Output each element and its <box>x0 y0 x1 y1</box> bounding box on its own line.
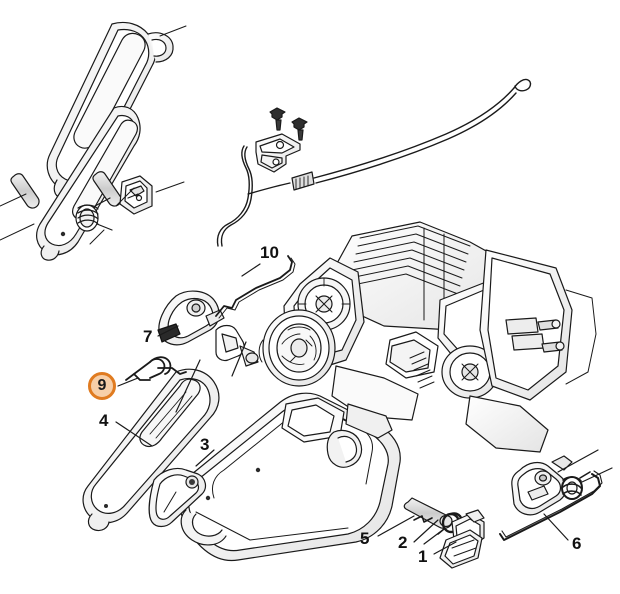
part-clip-9 <box>125 356 187 381</box>
part-pin-right <box>92 171 122 207</box>
part-wire-rod-10 <box>215 255 296 319</box>
part-engine-body <box>258 221 597 453</box>
callout-1: 1 <box>418 547 428 566</box>
callout-7: 7 <box>143 327 153 346</box>
part-pin-left <box>10 173 40 209</box>
part-switch-1 <box>439 509 485 569</box>
callout-4: 4 <box>99 411 109 430</box>
part-trigger <box>326 429 363 468</box>
part-bracket-small <box>215 324 259 367</box>
part-bracket-right <box>511 455 591 516</box>
callout-6: 6 <box>572 534 582 553</box>
part-lever-7 <box>157 290 225 346</box>
callout-2: 2 <box>398 533 408 552</box>
callout-10: 10 <box>260 243 279 262</box>
part-throttle-lockout <box>345 403 393 439</box>
callout-5: 5 <box>360 529 370 548</box>
part-handle-molding <box>36 105 141 261</box>
callout-3: 3 <box>200 435 210 454</box>
part-pin-5 <box>403 497 453 529</box>
leader-lines <box>115 263 613 555</box>
part-screw-b <box>291 117 308 141</box>
callout-9-highlight-badge[interactable]: 9 <box>88 372 116 400</box>
part-spring <box>75 197 113 232</box>
part-throttle-cable <box>216 78 532 247</box>
part-brake-handle-4 <box>82 368 220 532</box>
part-lever-3 <box>148 467 207 528</box>
part-cable-bracket <box>255 133 301 173</box>
part-handle-frame <box>178 392 401 562</box>
part-screw-a <box>269 107 286 131</box>
part-bracket-block <box>119 175 153 215</box>
part-wire-rod-6 <box>499 470 603 541</box>
